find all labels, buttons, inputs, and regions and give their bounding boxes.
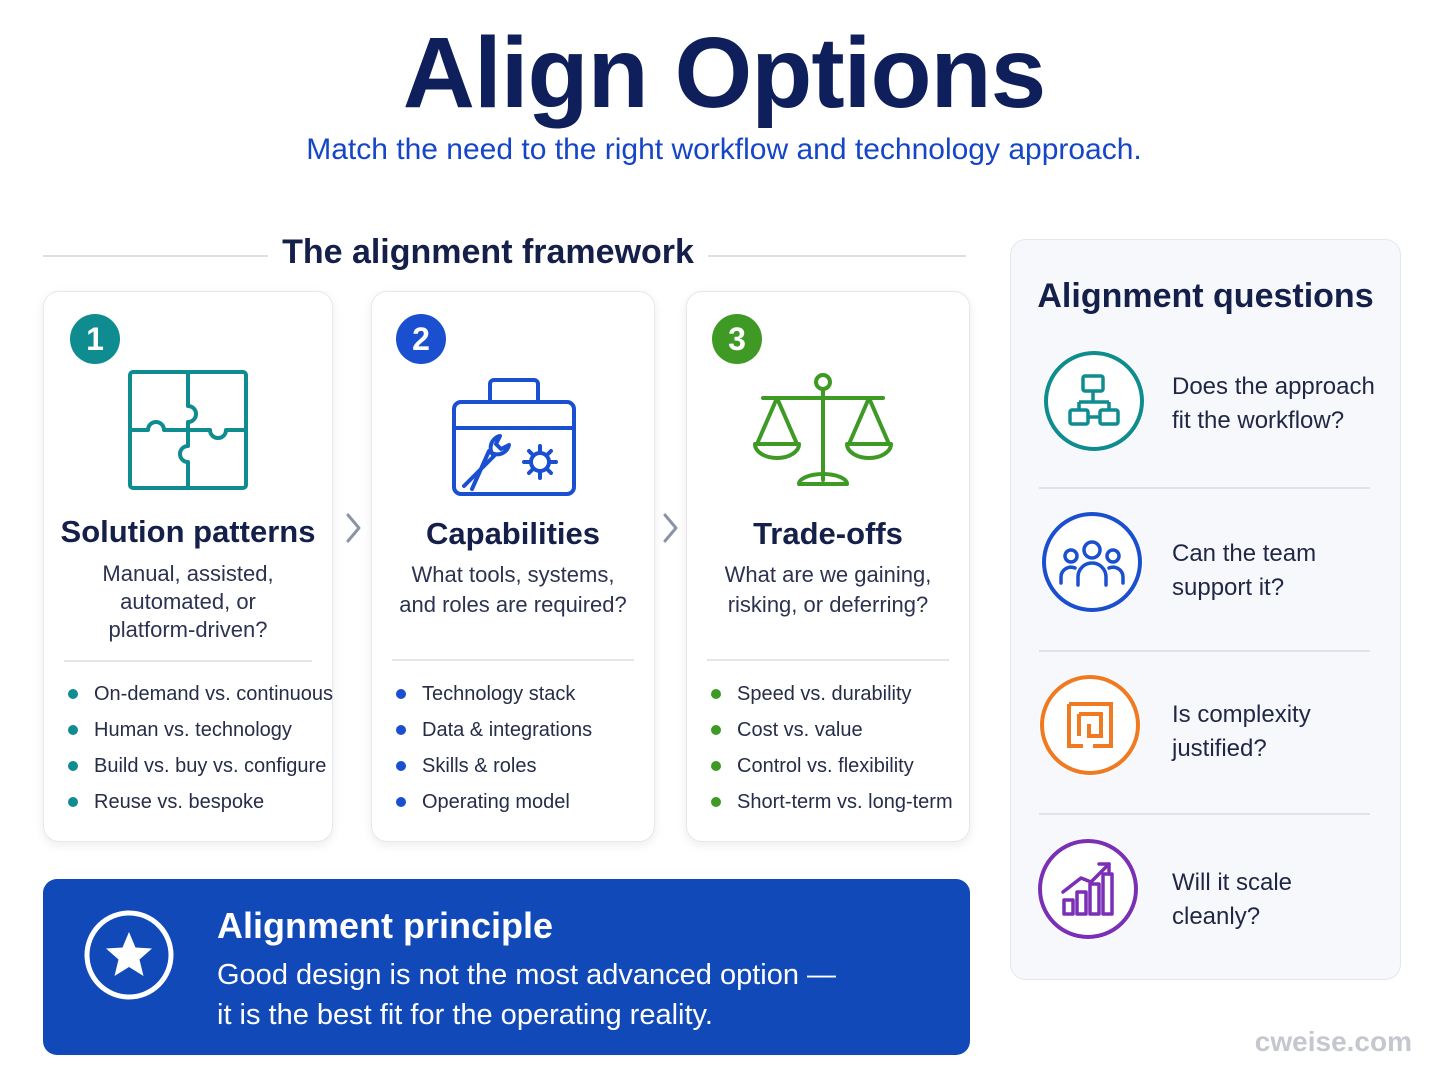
page-subtitle: Match the need to the right workflow and…: [306, 133, 1142, 166]
chevron-right-icon: [346, 513, 361, 543]
alignment-principle-banner: Alignment principle Good design is not t…: [43, 879, 970, 1055]
card-divider: [392, 659, 634, 661]
card-trade-offs: 3 Trade-offs What are we gaining, riskin…: [686, 291, 970, 842]
card-solution-patterns: 1 Solution patterns Manual, assisted, au…: [43, 291, 333, 842]
scales-icon: [753, 373, 893, 486]
card-item-list: Speed vs. durability Cost vs. value Cont…: [709, 676, 957, 820]
card-title: Capabilities: [426, 516, 600, 551]
list-item: Build vs. buy vs. configure: [66, 748, 326, 784]
bullet-dot: [711, 761, 721, 771]
card-description: Manual, assisted, automated, or platform…: [102, 561, 274, 642]
framework-title: The alignment framework: [282, 233, 694, 271]
question-item: Can the team support it?: [1011, 511, 1400, 673]
questions-title: Alignment questions: [1037, 277, 1374, 315]
question-item: Does the approach fit the workflow?: [1011, 350, 1400, 512]
question-item: Is complexity justified?: [1011, 674, 1400, 836]
question-divider: [1039, 650, 1370, 652]
list-item: Cost vs. value: [709, 712, 957, 748]
step-badge-3: 3: [712, 314, 762, 364]
page-title: Align Options: [402, 17, 1046, 129]
card-item-list: On-demand vs. continuous Human vs. techn…: [66, 676, 333, 820]
team-icon: [1041, 511, 1143, 613]
list-item: Speed vs. durability: [709, 676, 957, 712]
card-title: Solution patterns: [60, 514, 316, 549]
bullet-dot: [396, 797, 406, 807]
bullet-dot: [68, 689, 78, 699]
bullet-dot: [711, 689, 721, 699]
card-description: What tools, systems, and roles are requi…: [399, 562, 627, 617]
puzzle-icon: [128, 370, 248, 490]
list-item: Data & integrations: [394, 712, 642, 748]
bullet-dot: [711, 725, 721, 735]
question-divider: [1039, 813, 1370, 815]
bullet-dot: [68, 797, 78, 807]
step-badge-1: 1: [70, 314, 120, 364]
card-capabilities: 2 Capabilities What tools, systems, and …: [371, 291, 655, 842]
star-icon: [84, 910, 174, 1000]
card-title: Trade-offs: [753, 516, 903, 551]
toolbox-icon: [452, 378, 576, 496]
card-divider: [64, 660, 312, 662]
bullet-dot: [396, 725, 406, 735]
bullet-dot: [396, 689, 406, 699]
chevron-right-icon: [663, 513, 678, 543]
principle-title: Alignment principle: [217, 905, 554, 946]
list-item: Short-term vs. long-term: [709, 784, 957, 820]
workflow-icon: [1043, 350, 1145, 452]
bullet-dot: [68, 761, 78, 771]
alignment-questions-panel: Alignment questions Does the approach fi…: [1010, 239, 1401, 980]
list-item: Skills & roles: [394, 748, 642, 784]
list-item: Human vs. technology: [66, 712, 320, 748]
bullet-dot: [396, 761, 406, 771]
maze-icon: [1039, 674, 1141, 776]
question-text: Will it scale cleanly?: [1172, 869, 1293, 930]
list-item: Operating model: [394, 784, 642, 820]
principle-text: Good design is not the most advanced opt…: [217, 959, 837, 1031]
question-text: Can the team support it?: [1172, 540, 1317, 601]
bullet-dot: [68, 725, 78, 735]
bullet-dot: [711, 797, 721, 807]
framework-divider-right: [708, 255, 966, 257]
list-item: Reuse vs. bespoke: [66, 784, 320, 820]
question-text: Is complexity justified?: [1172, 701, 1311, 762]
framework-divider-left: [43, 255, 268, 257]
list-item: Control vs. flexibility: [709, 748, 957, 784]
list-item: Technology stack: [394, 676, 642, 712]
footer-brand: cweise.com: [1254, 1026, 1412, 1057]
card-item-list: Technology stack Data & integrations Ski…: [394, 676, 642, 820]
growth-chart-icon: [1037, 838, 1139, 940]
step-badge-2: 2: [396, 314, 446, 364]
question-text: Does the approach fit the workflow?: [1172, 373, 1375, 434]
list-item: On-demand vs. continuous: [66, 676, 333, 712]
question-divider: [1039, 487, 1370, 489]
card-description: What are we gaining, risking, or deferri…: [724, 562, 932, 617]
question-item: Will it scale cleanly?: [1011, 838, 1400, 1000]
card-divider: [707, 659, 949, 661]
